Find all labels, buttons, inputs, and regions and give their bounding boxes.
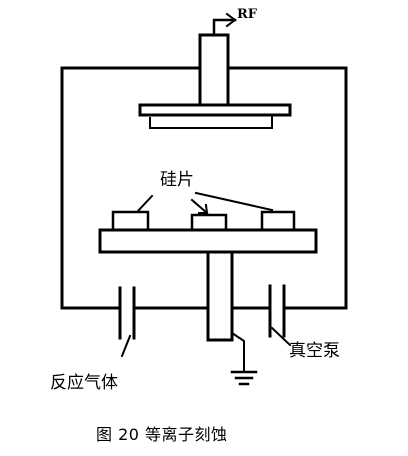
pump-label-leader [270,326,292,347]
wafer-middle [190,213,228,232]
lower-electrode-plate [98,228,318,254]
rf-lead-arrow [225,12,237,28]
ground-lead [230,331,245,373]
top-electrode-plate [138,103,292,117]
rf-lead [212,18,237,37]
wafer-pointer-right [194,191,274,212]
wafer-pointer-middle [190,198,209,215]
rf-label: RF [237,7,258,22]
gas-label-leader [120,334,132,358]
vacuum-pump-label: 真空泵 [289,341,340,361]
support-shaft [206,250,234,342]
figure-caption: 图 20 等离子刻蚀 [96,425,228,444]
wafer-label: 硅片 [160,170,194,190]
wafer-right [260,210,296,232]
reactive-gas-label: 反应气体 [50,373,118,393]
rf-feed-post [198,33,230,107]
wafer-pointer-left [136,194,154,213]
wafer-pointer-middle-arrow [198,203,209,214]
wafer-left [111,210,150,232]
